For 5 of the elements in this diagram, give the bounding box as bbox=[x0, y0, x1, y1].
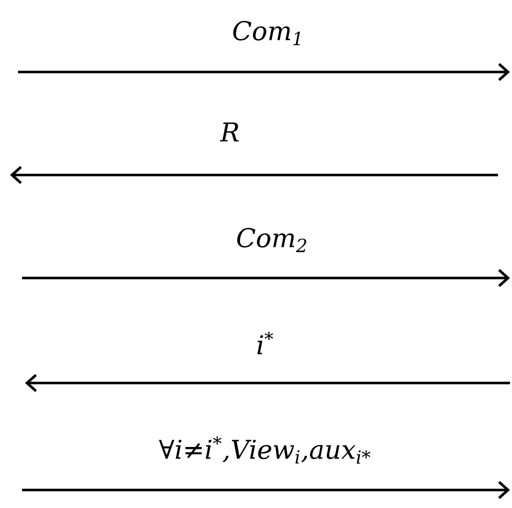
message-label: Com$_{2}$ bbox=[237, 228, 306, 252]
message-label: R bbox=[220, 122, 239, 142]
message-label: ∀i≠i$^{*}$,View$_{i}$,aux$_{i*}$ bbox=[158, 436, 370, 464]
message-label: Com$_{1}$ bbox=[233, 20, 300, 46]
message-label: i$^{*}$ bbox=[257, 332, 274, 354]
